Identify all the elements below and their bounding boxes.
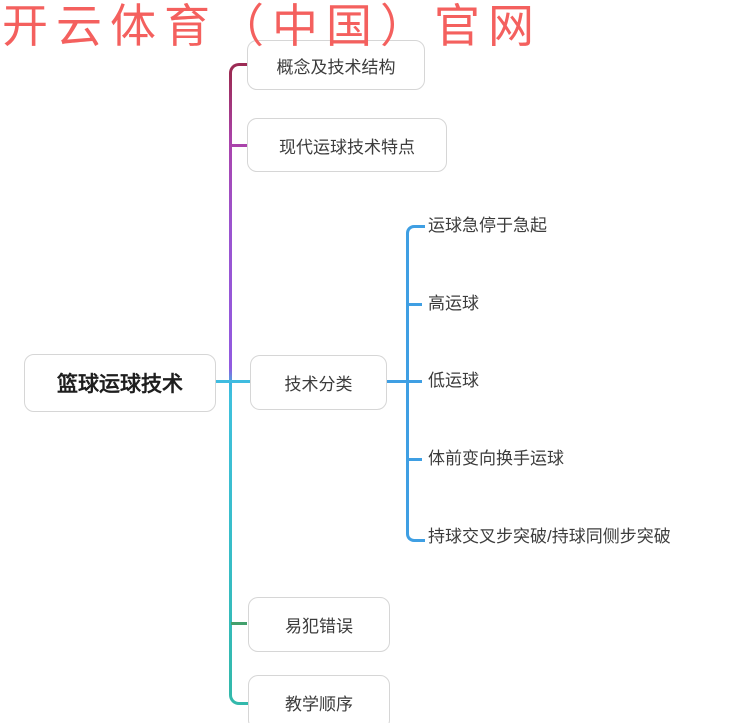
branch-node-label: 易犯错误 bbox=[285, 617, 353, 636]
root-node[interactable]: 篮球运球技术 bbox=[24, 354, 216, 412]
root-node-label: 篮球运球技术 bbox=[57, 373, 183, 396]
branch-node-label: 技术分类 bbox=[284, 375, 353, 394]
leaf-connector-crossover bbox=[409, 458, 422, 461]
branch-node-label: 现代运球技术特点 bbox=[279, 137, 415, 157]
child-trunk-line bbox=[406, 235, 409, 530]
child-trunk-bottom-corner-line bbox=[406, 528, 425, 542]
branch-connector-mistakes bbox=[231, 622, 247, 625]
branch-node-teaching-order[interactable]: 教学顺序 bbox=[248, 675, 390, 723]
trunk-bottom-corner-line bbox=[229, 686, 250, 705]
leaf-node-breakthrough-steps[interactable]: 持球交叉步突破/持球同侧步突破 bbox=[428, 527, 671, 546]
trunk-top-corner-line bbox=[229, 63, 250, 80]
leaf-connector-low-dribble bbox=[409, 380, 422, 383]
branch-connector-modern bbox=[231, 144, 247, 147]
leaf-connector-high-dribble bbox=[409, 303, 422, 306]
branch-node-label: 教学顺序 bbox=[285, 695, 353, 714]
branch-node-label: 概念及技术结构 bbox=[276, 57, 396, 77]
branch-node-classification[interactable]: 技术分类 bbox=[250, 355, 387, 410]
child-trunk-top-corner-line bbox=[406, 225, 425, 240]
leaf-node-low-dribble[interactable]: 低运球 bbox=[428, 371, 479, 390]
watermark-text: 开云体育（中国）官网 bbox=[2, 0, 542, 53]
branch-node-concept-structure[interactable]: 概念及技术结构 bbox=[247, 40, 425, 90]
branch-node-common-mistakes[interactable]: 易犯错误 bbox=[248, 597, 390, 652]
leaf-node-high-dribble[interactable]: 高运球 bbox=[428, 294, 479, 313]
branch-node-modern-features[interactable]: 现代运球技术特点 bbox=[247, 118, 447, 172]
root-connector bbox=[216, 380, 250, 383]
leaf-node-stop-and-start[interactable]: 运球急停于急起 bbox=[428, 216, 547, 235]
branch-connector-classification bbox=[387, 380, 406, 383]
leaf-node-front-crossover-dribble[interactable]: 体前变向换手运球 bbox=[428, 449, 564, 468]
